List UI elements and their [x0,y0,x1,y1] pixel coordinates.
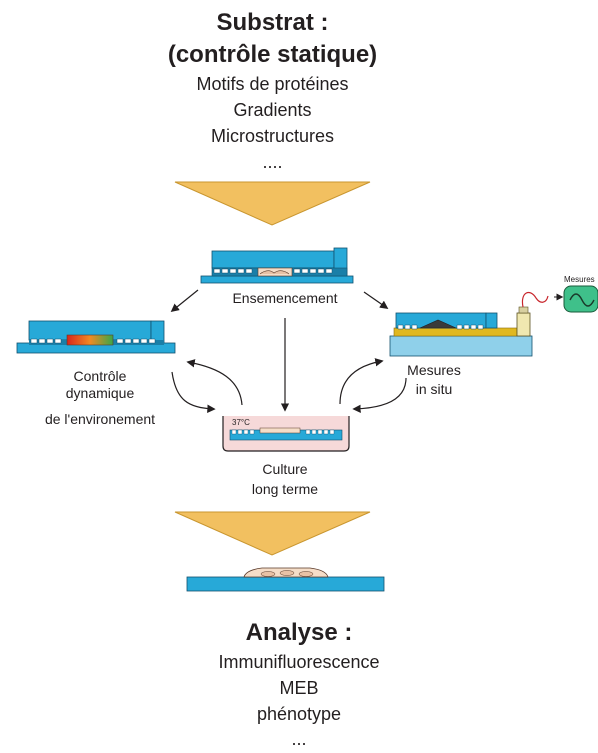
substrate-item-3: Microstructures [210,126,335,146]
analysis-item-1: Immunifluorescence [218,652,380,672]
label-dynamic-3: de l'environement [44,411,156,427]
analysis-item-3: phénotype [256,704,342,724]
label-culture-2: long terme [251,481,319,497]
chip-seeding [200,247,354,284]
incubator-temperature: 37°C [232,418,250,427]
analysis-title: Analyse : [245,619,353,646]
substrate-item-4: .... [262,152,283,172]
label-dynamic-1: Contrôle [73,368,127,384]
culture-incubator [222,416,350,452]
label-insitu-1: Mesures [407,362,461,378]
label-dynamic-2: dynamique [65,385,135,401]
label-seeding: Ensemencement [232,290,338,306]
chip-dynamic-control [16,320,176,354]
substrate-subtitle: (contrôle statique) [167,41,378,68]
analysis-item-4: ... [291,729,307,749]
substrate-title: Substrat : [216,9,329,36]
probe-wire [521,291,549,308]
label-insitu-2: in situ [415,381,453,397]
funnel-bottom [174,511,371,556]
analysis-item-2: MEB [279,678,319,698]
label-culture-1: Culture [262,461,308,477]
substrate-item-1: Motifs de protéines [196,74,349,94]
sine-wave-icon [569,293,595,307]
funnel-top [174,181,371,226]
substrate-item-2: Gradients [233,100,312,120]
meter-label: Mesures [564,275,595,284]
chip-in-situ [389,306,533,357]
analysis-substrate [186,567,385,592]
